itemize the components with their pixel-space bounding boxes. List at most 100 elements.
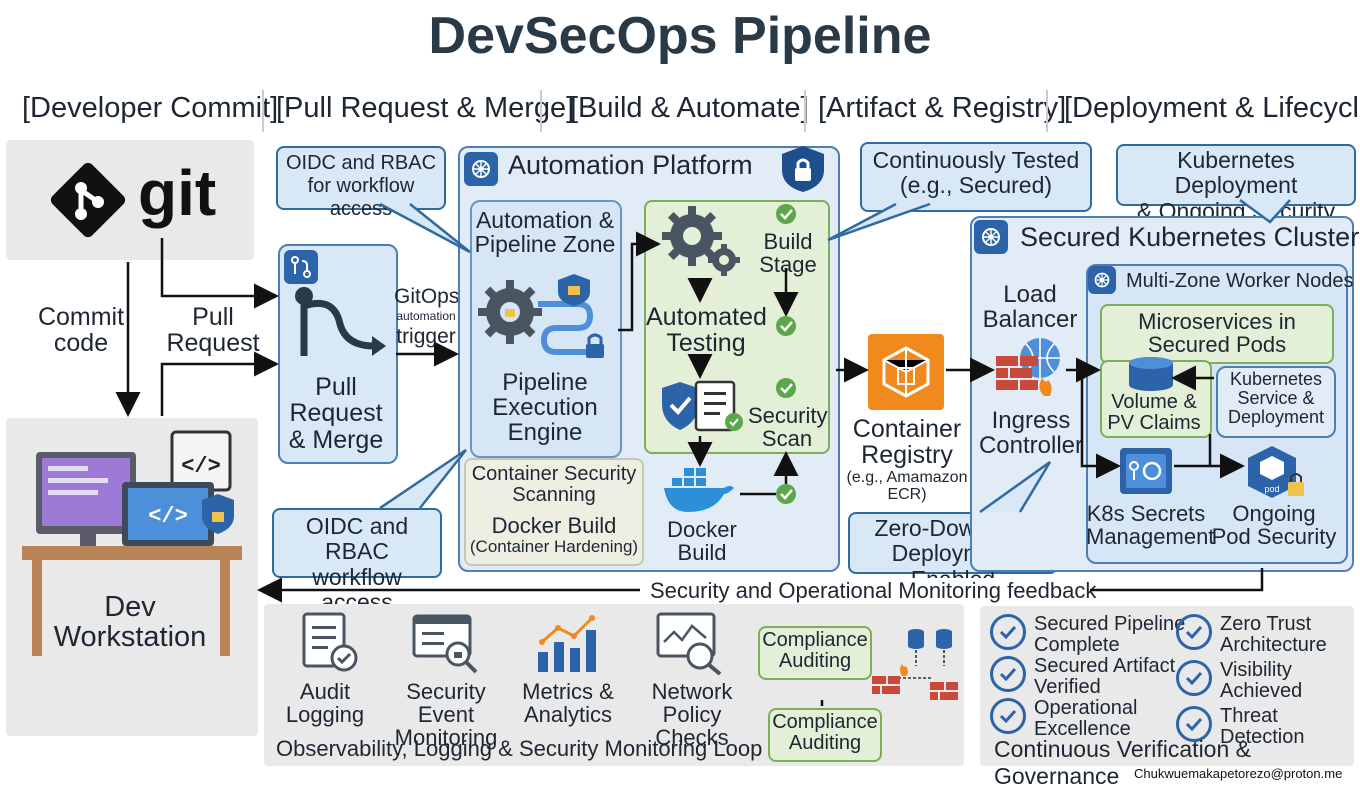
check-circle-icon: [990, 656, 1026, 692]
workstation-icon: </> </>: [22, 428, 246, 658]
pod-badge-text: pod: [1264, 484, 1279, 494]
build-stage-label: Build Stage: [759, 229, 817, 278]
firewall-globe-icon: [994, 334, 1066, 398]
monitoring-loop-label: Observability, Logging & Security Monito…: [276, 736, 763, 761]
security-event-label: Security Event Monitoring: [394, 679, 498, 751]
check-circle-icon: [990, 614, 1026, 650]
automation-platform-title: Automation Platform: [508, 150, 753, 180]
secrets-label: K8s Secrets Management: [1086, 501, 1215, 550]
governance-zero-trust: Zero Trust Architecture: [1220, 613, 1327, 656]
kubernetes-wheel-icon: [464, 152, 498, 186]
volume-database-icon: [1126, 356, 1176, 392]
metrics-label: Metrics & Analytics: [522, 679, 614, 728]
load-balancer-label: Load Balancer: [982, 281, 1078, 334]
check-circle-icon: [1176, 706, 1212, 742]
dev-workstation-label: Dev Workstation: [53, 591, 207, 654]
docker-build-label: Docker Build: [667, 517, 737, 566]
secrets-vault-icon: [1118, 446, 1174, 496]
merge-icon: [290, 284, 386, 364]
audit-log-icon: [300, 612, 362, 678]
stage-divider: [804, 90, 806, 132]
stage-divider: [1046, 90, 1048, 132]
container-registry-label: Container Registry: [852, 415, 962, 470]
compliance-auditing-top: Compliance Auditing: [762, 629, 868, 672]
governance-panel: [980, 606, 1354, 766]
workstation-to-pr-arrow: [160, 351, 279, 416]
pipeline-gears-icon: [478, 266, 612, 366]
governance-operational-excellence: Operational Excellence: [1034, 697, 1138, 740]
lock-shield-icon: [780, 144, 826, 194]
credit-text: Chukwuemakapetorezo@proton.me: [1134, 766, 1343, 781]
k8s-service-label: Kubernetes Service & Deployment: [1227, 369, 1325, 427]
gitops-label: GitOps: [394, 285, 460, 308]
compliance-box-bottom: [768, 708, 882, 762]
governance-item: Threat Detection: [1176, 706, 1360, 748]
stage-divider: [262, 90, 264, 132]
compliance-auditing-bottom: Compliance Auditing: [772, 711, 878, 754]
gitops-automation-label: automation: [396, 309, 456, 323]
git-logo-text: git: [138, 157, 217, 229]
worker-nodes-icon: [1088, 266, 1116, 294]
stage-pull-request: [Pull Request & Merge]: [276, 92, 575, 124]
build-gears-icon: [662, 206, 742, 278]
governance-item: Visibility Achieved: [1176, 660, 1302, 702]
microservices-label: Microservices in Secured Pods: [1138, 309, 1296, 358]
governance-pipeline-complete: Secured Pipeline Complete: [1034, 613, 1186, 656]
pipeline-zone-title: Automation & Pipeline Zone: [474, 207, 616, 258]
worker-nodes-title: Multi-Zone Worker Nodes: [1126, 270, 1354, 292]
audit-logging-label: Audit Logging: [285, 679, 365, 728]
stage-divider: [540, 90, 542, 132]
k8s-cluster-title: Secured Kubernetes Cluster: [1020, 222, 1360, 252]
governance-item: Secured Pipeline Complete: [990, 614, 1185, 656]
continuously-tested-callout: Continuously Tested (e.g., Secured): [860, 142, 1092, 212]
container-security-label: Container Security Scanning: [471, 463, 637, 506]
k8s-cluster-icon: [974, 220, 1008, 254]
stage-build: [Build & Automate]: [570, 92, 809, 124]
network-policy-label: Network Policy Checks: [651, 679, 733, 751]
container-security-box: [464, 458, 644, 566]
k8s-deployment-callout: Kubernetes Deployment & Ongoing Security: [1116, 144, 1356, 223]
oidc-callout-top: OIDC and RBAC for workflow access: [276, 146, 446, 220]
commit-code-label: Commit code: [37, 303, 125, 358]
compliance-box-top: [758, 626, 872, 680]
ingress-controller-label: Ingress Controller: [978, 407, 1084, 460]
network-policy-icon: [656, 612, 724, 676]
pull-request-label: Pull Request: [166, 303, 260, 358]
metrics-chart-icon: [534, 612, 602, 674]
governance-item: Zero Trust Architecture: [1176, 614, 1327, 656]
microservices-box: [1100, 304, 1334, 364]
pod-security-icon: pod: [1244, 444, 1306, 500]
feedback-label: Security and Operational Monitoring feed…: [646, 578, 1101, 604]
gitops-trigger-label: trigger: [396, 325, 456, 348]
automated-testing-label: Automated Testing: [646, 303, 767, 358]
docker-build-box-label: Docker Build: [491, 513, 617, 538]
governance-item: Secured Artifact Verified: [990, 656, 1175, 698]
check-circle-icon: [990, 698, 1026, 734]
pipeline-engine-label: Pipeline Execution Engine: [492, 369, 598, 447]
svg-text:</>: </>: [181, 454, 221, 479]
stage-deployment: [Deployment & Lifecycle]: [1064, 92, 1360, 124]
compliance-network-icon: [868, 626, 960, 718]
k8s-service-box: [1216, 366, 1336, 438]
check-circle-icon: [1176, 660, 1212, 696]
pod-security-label: Ongoing Pod Security: [1211, 501, 1337, 550]
governance-footer: Continuous Verification & Governance: [994, 736, 1251, 789]
governance-item: Operational Excellence: [990, 698, 1137, 740]
container-registry-icon: [868, 334, 944, 410]
pull-request-icon: [284, 250, 318, 284]
security-scan-label: Security Scan: [748, 403, 828, 452]
governance-threat-detection: Threat Detection: [1220, 705, 1305, 748]
oidc-callout-bottom: OIDC and RBAC workflow access: [272, 508, 442, 615]
container-hardening-label: (Container Hardening): [469, 537, 639, 556]
container-registry-example: (e.g., Amamazon ECR): [846, 469, 968, 503]
security-monitoring-icon: [410, 614, 480, 676]
stage-developer-commit: [Developer Commit]: [22, 92, 279, 124]
pull-request-box: [278, 244, 398, 464]
volume-label: Volume & PV Claims: [1107, 391, 1201, 434]
pull-request-merge-label: Pull Request & Merge: [288, 373, 384, 454]
page-title: DevSecOps Pipeline: [428, 7, 932, 65]
git-panel: [6, 140, 254, 260]
git-logo-icon: [48, 160, 128, 240]
governance-artifact-verified: Secured Artifact Verified: [1034, 655, 1176, 698]
check-circle-icon: [1176, 614, 1212, 650]
